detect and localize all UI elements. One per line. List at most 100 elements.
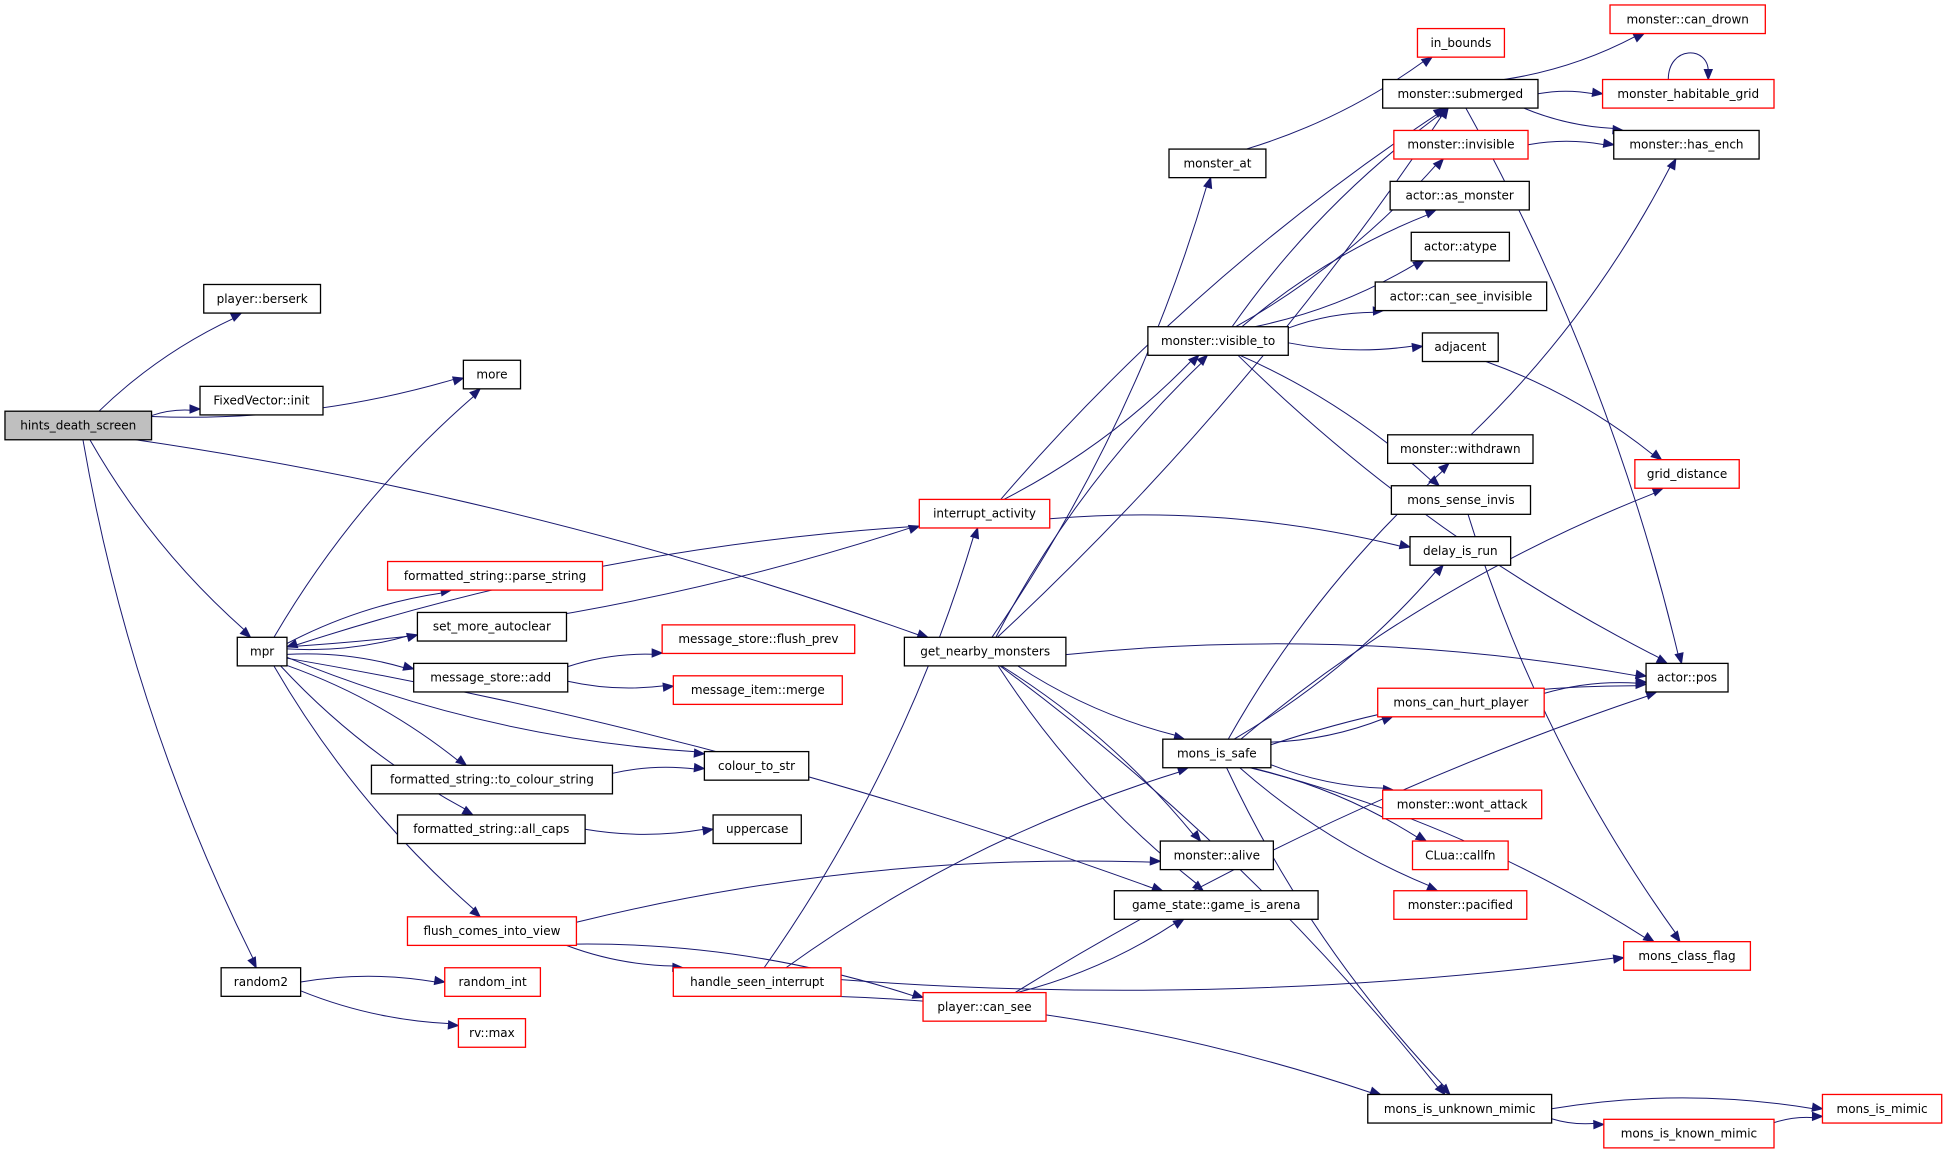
- node-actor-atype[interactable]: actor::atype: [1410, 231, 1511, 262]
- node-formatted-string-all-caps[interactable]: formatted_string::all_caps: [396, 814, 586, 845]
- node-mpr[interactable]: mpr: [236, 636, 288, 667]
- node-hints-death-screen[interactable]: hints_death_screen: [4, 410, 153, 441]
- node-fixedvector-init[interactable]: FixedVector::init: [199, 385, 324, 416]
- edge-flush_comes_into_view-to-handle_seen_interrupt: [566, 944, 685, 973]
- edge-monster_withdrawn-to-monster_has_ench: [1470, 157, 1677, 436]
- node-in-bounds[interactable]: in_bounds: [1416, 27, 1506, 58]
- node-mons-is-known-mimic[interactable]: mons_is_known_mimic: [1603, 1118, 1775, 1149]
- edge-arrowhead: [1420, 56, 1434, 68]
- edge-line: [1001, 665, 1195, 836]
- node-monster-can-drown[interactable]: monster::can_drown: [1609, 4, 1766, 35]
- node-flush-comes-into-view[interactable]: flush_comes_into_view: [406, 916, 578, 947]
- node-label: mons_is_safe: [1177, 746, 1257, 760]
- edge-arrowhead: [406, 632, 419, 643]
- node-message-store-flush-prev[interactable]: message_store::flush_prev: [661, 624, 856, 655]
- node-handle-seen-interrupt[interactable]: handle_seen_interrupt: [672, 967, 842, 997]
- edge-line: [1270, 764, 1385, 789]
- node-monster-invisible[interactable]: monster::invisible: [1393, 129, 1529, 160]
- node-box: [1409, 536, 1512, 566]
- nodes-layer: hints_death_screen player::berserkmoreFix…: [4, 4, 1943, 1149]
- node-colour-to-str[interactable]: colour_to_str: [703, 750, 810, 781]
- node-monster-has-ench[interactable]: monster::has_ench: [1613, 129, 1760, 160]
- node-label: mons_is_mimic: [1837, 1102, 1928, 1116]
- node-monster-wont-attack[interactable]: monster::wont_attack: [1382, 789, 1543, 820]
- node-random2[interactable]: random2: [220, 967, 302, 997]
- node-player-berserk[interactable]: player::berserk: [203, 283, 322, 314]
- edge-line: [576, 860, 1152, 923]
- edge-mpr-to-interrupt_activity: [286, 524, 921, 648]
- node-monster-at[interactable]: monster_at: [1168, 148, 1267, 179]
- node-mons-sense-invis[interactable]: mons_sense_invis: [1390, 485, 1532, 515]
- edge-line: [1503, 35, 1636, 81]
- node-uppercase[interactable]: uppercase: [712, 814, 802, 845]
- edge-arrowhead: [1591, 87, 1604, 98]
- node-formatted-string-parse-string[interactable]: formatted_string::parse_string: [386, 560, 604, 591]
- node-actor-can-see-invisible[interactable]: actor::can_see_invisible: [1374, 281, 1548, 312]
- edge-monster_visible_to-to-adjacent: [1288, 342, 1424, 353]
- edge-handle_seen_interrupt-to-mons_is_safe: [785, 766, 1190, 969]
- edge-line: [1544, 682, 1638, 694]
- node-box: [918, 498, 1051, 529]
- node-get-nearby-monsters[interactable]: get_nearby_monsters: [903, 636, 1067, 667]
- edge-line: [1288, 311, 1375, 329]
- node-label: actor::can_see_invisible: [1390, 289, 1533, 303]
- node-label: hints_death_screen: [20, 418, 136, 432]
- node-label: colour_to_str: [718, 759, 795, 773]
- node-set-more-autoclear[interactable]: set_more_autoclear: [416, 611, 568, 642]
- node-clua-callfn[interactable]: CLua::callfn: [1411, 840, 1509, 871]
- node-formatted-string-to-colour-string[interactable]: formatted_string::to_colour_string: [370, 764, 614, 795]
- node-box: [1393, 129, 1529, 160]
- node-mons-is-safe[interactable]: mons_is_safe: [1162, 738, 1272, 769]
- node-more[interactable]: more: [462, 359, 522, 390]
- edge-arrowhead: [969, 526, 980, 540]
- node-monster-withdrawn[interactable]: monster::withdrawn: [1386, 434, 1534, 465]
- node-monster-submerged[interactable]: monster::submerged: [1382, 78, 1539, 109]
- node-box: [1168, 148, 1267, 179]
- node-label: mons_class_flag: [1638, 949, 1735, 963]
- node-box: [1390, 485, 1532, 515]
- node-actor-pos[interactable]: actor::pos: [1645, 662, 1729, 693]
- node-monster-visible-to[interactable]: monster::visible_to: [1147, 326, 1289, 356]
- node-message-store-add[interactable]: message_store::add: [413, 662, 569, 693]
- edge-arrowhead: [1437, 462, 1450, 474]
- node-grid-distance[interactable]: grid_distance: [1634, 459, 1740, 489]
- edge-mons_is_unknown_mimic-to-mons_is_known_mimic: [1551, 1118, 1606, 1130]
- node-mons-class-flag[interactable]: mons_class_flag: [1623, 941, 1752, 971]
- edge-arrowhead: [1411, 342, 1424, 353]
- node-box: [1159, 840, 1275, 871]
- node-message-item-merge[interactable]: message_item::merge: [672, 675, 843, 706]
- edge-line: [295, 525, 920, 646]
- node-mons-can-hurt-player[interactable]: mons_can_hurt_player: [1377, 687, 1545, 718]
- node-player-can-see[interactable]: player::can_see: [922, 991, 1047, 1022]
- edge-line: [785, 771, 1181, 969]
- node-adjacent[interactable]: adjacent: [1421, 332, 1499, 363]
- node-random-int[interactable]: random_int: [444, 967, 542, 997]
- edge-line: [135, 439, 920, 636]
- edge-line: [1237, 354, 1661, 659]
- node-label: rv::max: [469, 1026, 515, 1040]
- edge-line: [1239, 767, 1430, 887]
- edge-line: [273, 395, 475, 638]
- node-monster-alive[interactable]: monster::alive: [1159, 840, 1275, 871]
- edge-line: [1049, 514, 1402, 547]
- node-delay-is-run[interactable]: delay_is_run: [1409, 536, 1512, 566]
- node-label: get_nearby_monsters: [920, 645, 1050, 659]
- node-monster-pacified[interactable]: monster::pacified: [1393, 890, 1528, 920]
- edge-arrowhead: [451, 376, 465, 386]
- node-box: [1609, 4, 1766, 35]
- node-mons-is-mimic[interactable]: mons_is_mimic: [1821, 1093, 1943, 1124]
- node-monster-habitable-grid[interactable]: monster_habitable_grid: [1601, 78, 1775, 109]
- node-game-state-game-is-arena[interactable]: game_state::game_is_arena: [1113, 890, 1319, 920]
- node-interrupt-activity[interactable]: interrupt_activity: [918, 498, 1051, 529]
- edge-arrowhead: [1192, 880, 1205, 892]
- node-mons-is-unknown-mimic[interactable]: mons_is_unknown_mimic: [1367, 1093, 1553, 1124]
- edge-monster_submerged-to-monster_habitable_grid: [1537, 87, 1604, 98]
- edge-line: [1288, 342, 1414, 351]
- node-actor-as-monster[interactable]: actor::as_monster: [1389, 180, 1530, 211]
- edge-arrowhead: [1602, 138, 1616, 148]
- edge-arrowhead: [229, 312, 243, 322]
- edge-arrowhead: [1190, 829, 1202, 843]
- edge-line: [576, 943, 915, 997]
- node-rv-max[interactable]: rv::max: [457, 1018, 527, 1048]
- edge-handle_seen_interrupt-to-interrupt_activity: [763, 526, 980, 969]
